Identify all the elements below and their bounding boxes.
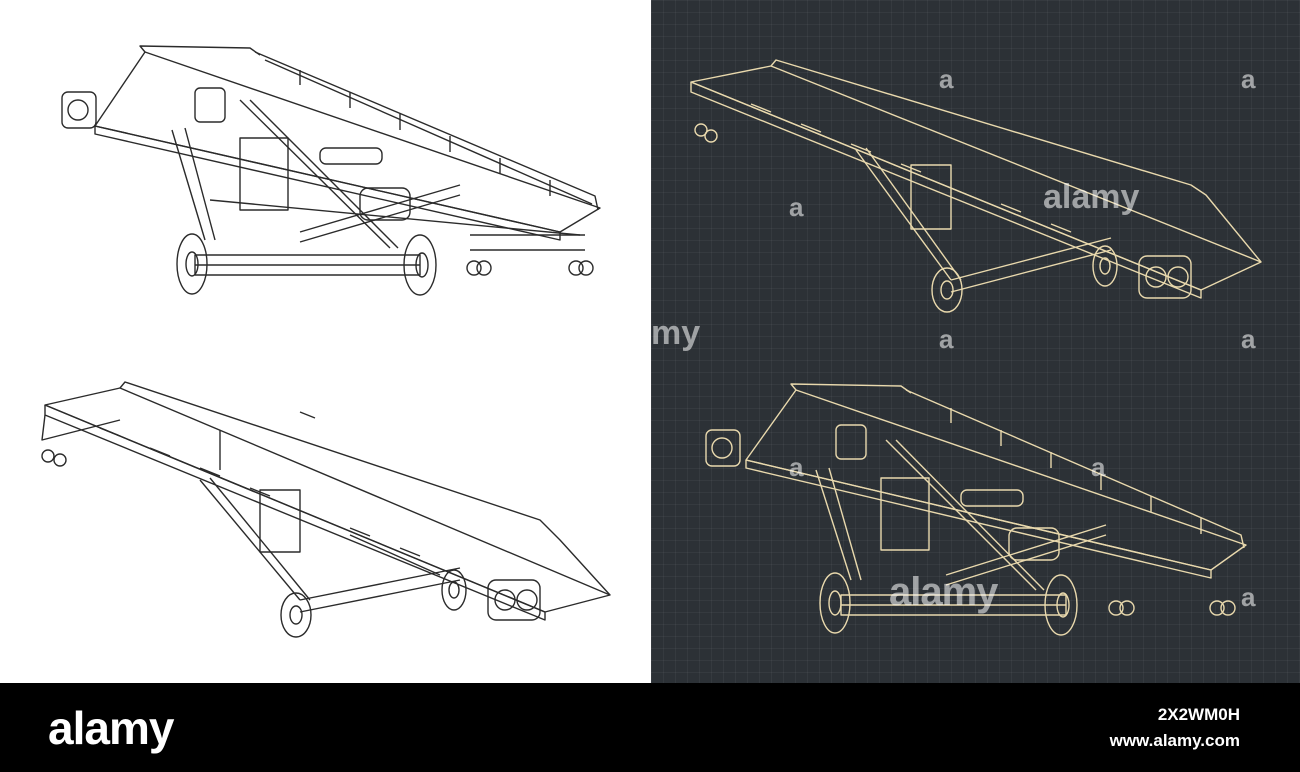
alamy-logo: alamy [48, 702, 174, 754]
watermark-partial: my [651, 314, 701, 352]
watermark-a-5: a [1241, 324, 1256, 354]
watermark-a-4: a [939, 324, 954, 354]
conveyor-drawing-bottom-left [41, 381, 611, 638]
dark-blueprint-panel: a a a alamy a a a a alamy a [651, 0, 1300, 683]
watermark-a-8: a [1241, 582, 1256, 612]
watermark-a-1: a [939, 64, 954, 94]
site-url: www.alamy.com [1109, 731, 1240, 750]
light-blueprint-panel [0, 0, 651, 683]
watermark-a-6: a [789, 452, 804, 482]
conveyor-drawing-top-right [690, 59, 1262, 313]
watermark-word-2: alamy [889, 570, 998, 614]
conveyor-drawing-bottom-right [705, 383, 1247, 636]
dark-drawings [690, 59, 1262, 636]
watermark-a-7: a [1091, 452, 1106, 482]
watermark-a-2: a [1241, 64, 1256, 94]
conveyor-drawing-top-left [61, 45, 601, 296]
watermark-a-3: a [789, 192, 804, 222]
image-id: 2X2WM0H [1157, 705, 1240, 724]
watermark-word-1: alamy [1043, 178, 1140, 216]
light-drawings [41, 45, 611, 638]
footer-bar: alamy 2X2WM0H www.alamy.com [0, 683, 1300, 772]
